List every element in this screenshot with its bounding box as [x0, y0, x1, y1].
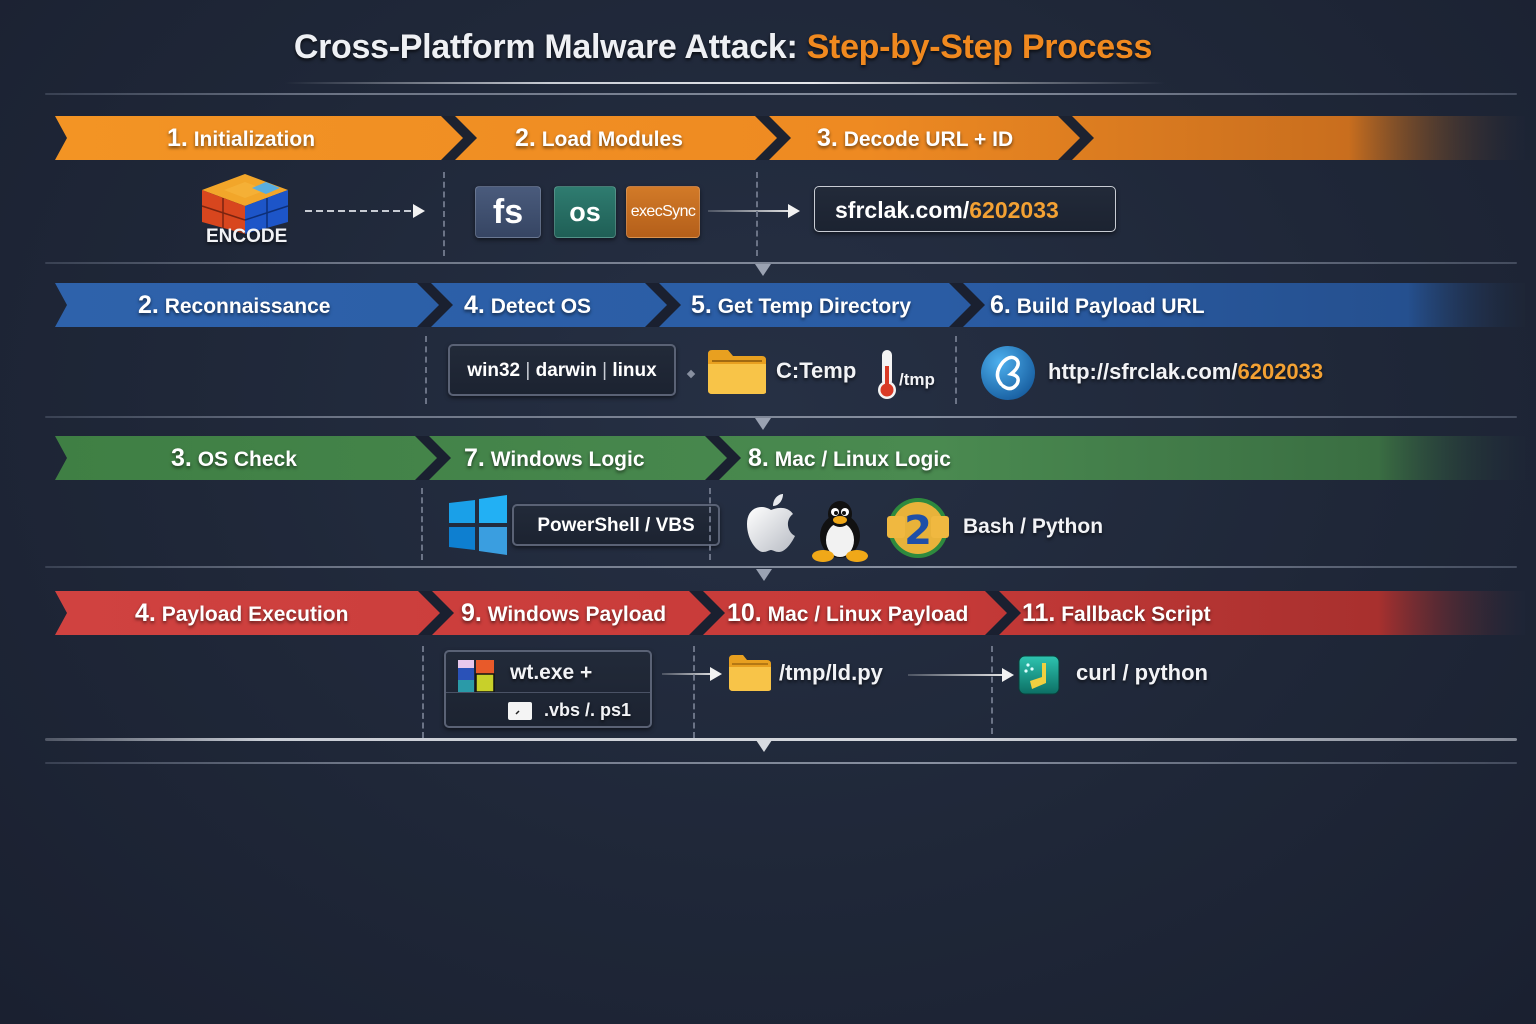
step-label-get-temp-directory: 5. Get Temp Directory	[691, 291, 912, 319]
step-label-build-payload-url: 6. Build Payload URL	[990, 291, 1205, 319]
phase-band-os-check: 3. OS Check 7. Windows Logic 8. Mac / Li…	[55, 436, 1525, 480]
divider	[991, 646, 993, 734]
arrow-unix-to-fallback	[908, 668, 1014, 682]
decoded-url-box: sfrclak.com/6202033	[814, 186, 1116, 232]
svg-text:2: 2	[904, 508, 932, 554]
separator-row-4	[45, 738, 1517, 741]
payload-url: http://sfrclak.com/6202033	[1048, 359, 1323, 385]
phase-band-initialization: 1. Initialization 2. Load Modules 3. Dec…	[55, 116, 1525, 160]
phase-band-payload-execution: 4. Payload Execution 9. Windows Payload …	[55, 591, 1525, 635]
arrow-modules-to-url	[708, 204, 800, 218]
windows-logo-icon	[447, 495, 509, 562]
divider	[693, 646, 695, 738]
step-label-decode-url: 3. Decode URL + ID	[817, 124, 1014, 152]
thermometer-icon	[876, 348, 898, 405]
page-title: Cross-Platform Malware Attack: Step-by-S…	[0, 28, 1446, 67]
down-arrow-icon	[755, 264, 771, 276]
unix-payload-path: /tmp/ld.py	[779, 660, 883, 685]
band-shape	[55, 116, 1525, 160]
down-arrow-icon	[756, 569, 772, 581]
encode-label: ENCODE	[206, 226, 288, 247]
payload-url-host: http://sfrclak.com/	[1048, 359, 1238, 384]
band-shape	[55, 436, 1525, 480]
step-label-fallback-script: 11. Fallback Script	[1022, 599, 1211, 627]
divider	[425, 336, 427, 404]
module-fs: fs	[475, 186, 541, 238]
phase-label-payload-execution: 4. Payload Execution	[135, 599, 349, 627]
script-file-icon	[508, 702, 532, 725]
title-underline	[285, 82, 1165, 84]
os-option-darwin: darwin	[535, 360, 597, 381]
windows-scripts-label: .vbs /. ps1	[544, 700, 632, 720]
os-option-linux: linux	[612, 360, 657, 381]
os-options-box: win32 | darwin | linux	[448, 344, 676, 396]
separator-row-2	[45, 416, 1517, 418]
url-id: 6202033	[969, 197, 1059, 223]
arrow-encode-to-modules	[305, 204, 425, 218]
folder-icon	[727, 653, 773, 698]
step-label-detect-os: 4. Detect OS	[464, 291, 592, 319]
step-label-load-modules: 2. Load Modules	[515, 124, 683, 152]
fallback-script-icon	[1018, 655, 1060, 700]
link-icon	[979, 344, 1037, 407]
windows-script-box: PowerShell / VBS	[512, 504, 720, 546]
windows-payload-box: wt.exe + .vbs /. ps1	[444, 650, 652, 728]
step-label-windows-logic: 7. Windows Logic	[464, 444, 645, 472]
module-execsync: execSync	[626, 186, 700, 238]
connector-dot	[686, 369, 696, 379]
phase-band-reconnaissance: 2. Reconnaissance 4. Detect OS 5. Get Te…	[55, 283, 1525, 327]
band-shape	[55, 591, 1525, 635]
os-option-win32: win32	[467, 360, 521, 381]
phase-label-initialization: 1. Initialization	[167, 124, 316, 152]
step-label-mac-linux-logic: 8. Mac / Linux Logic	[748, 444, 951, 472]
separator-row-3	[45, 566, 1517, 568]
python-2-icon: 2	[885, 496, 951, 565]
rubiks-cube-icon	[200, 172, 290, 239]
folder-icon	[706, 348, 768, 401]
apple-logo-icon	[743, 492, 799, 559]
divider	[955, 336, 957, 404]
url-host: sfrclak.com/	[835, 197, 970, 223]
separator-top	[45, 93, 1517, 95]
divider	[422, 646, 424, 738]
divider	[709, 488, 711, 560]
phase-label-reconnaissance: 2. Reconnaissance	[138, 291, 331, 319]
separator-row-1	[45, 262, 1517, 264]
title-main: Cross-Platform Malware Attack:	[293, 28, 807, 66]
unix-script-label: Bash / Python	[963, 515, 1104, 538]
module-os: os	[554, 186, 616, 238]
down-arrow-icon	[755, 418, 771, 430]
windows-terminal-icon	[458, 660, 496, 697]
fallback-label: curl / python	[1076, 660, 1208, 685]
linux-tux-icon	[807, 498, 873, 567]
windows-exe-label: wt.exe +	[510, 661, 593, 684]
divider	[421, 488, 423, 560]
divider	[443, 172, 445, 256]
step-label-mac-linux-payload: 10. Mac / Linux Payload	[727, 599, 969, 627]
step-label-windows-payload: 9. Windows Payload	[461, 599, 667, 627]
payload-url-id: 6202033	[1237, 359, 1324, 384]
band-shape	[55, 283, 1525, 327]
down-arrow-icon	[756, 740, 772, 752]
divider	[756, 172, 758, 256]
separator-bottom	[45, 762, 1517, 764]
phase-label-os-check: 3. OS Check	[171, 444, 297, 472]
temp-dir-unix: /tmp	[899, 370, 935, 389]
arrow-windows-to-unix	[662, 667, 722, 681]
title-accent: Step-by-Step Process	[806, 28, 1153, 66]
temp-dir-windows: C:Temp	[776, 358, 857, 383]
